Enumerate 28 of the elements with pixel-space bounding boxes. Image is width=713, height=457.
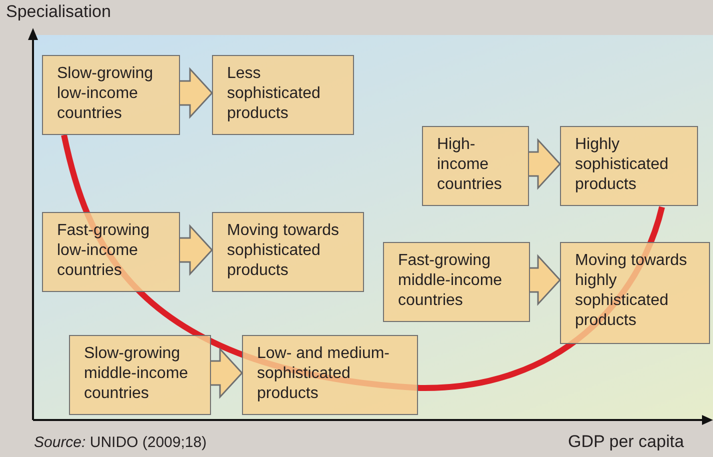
box-text: Fast-growing low-income countries xyxy=(57,221,150,281)
axis-label: GDP per capita xyxy=(568,432,684,452)
text-box xyxy=(42,55,180,135)
text-box xyxy=(69,335,211,415)
block-arrow xyxy=(528,254,562,306)
box-text: Low- and medium-sophisticated products xyxy=(257,344,390,404)
block-arrow xyxy=(178,67,214,119)
box-text: Slow-growing low-income countries xyxy=(57,64,154,124)
box-text: Fast-growing middle-income countries xyxy=(398,251,504,311)
box-text: Less sophisticated products xyxy=(227,64,322,124)
text-box xyxy=(560,242,710,344)
box-text: Moving towards highly sophisticated products xyxy=(575,251,688,331)
text-box xyxy=(212,55,354,135)
box-text: High-income countries xyxy=(437,135,503,195)
text-box xyxy=(42,212,180,292)
text-box xyxy=(242,335,418,415)
box-text: Moving towards sophisticated products xyxy=(227,221,340,281)
text-box xyxy=(212,212,364,292)
box-text: Highly sophisticated products xyxy=(575,135,670,195)
text-box xyxy=(422,126,529,206)
source-note: Source: UNIDO (2009;18) xyxy=(34,434,207,451)
block-arrow xyxy=(209,347,244,399)
block-arrow xyxy=(527,138,562,190)
block-arrow xyxy=(178,224,214,276)
text-box xyxy=(560,126,698,206)
text-box xyxy=(383,242,530,322)
box-text: Slow-growing middle-income countries xyxy=(84,344,190,404)
axis-label: Specialisation xyxy=(6,2,111,22)
